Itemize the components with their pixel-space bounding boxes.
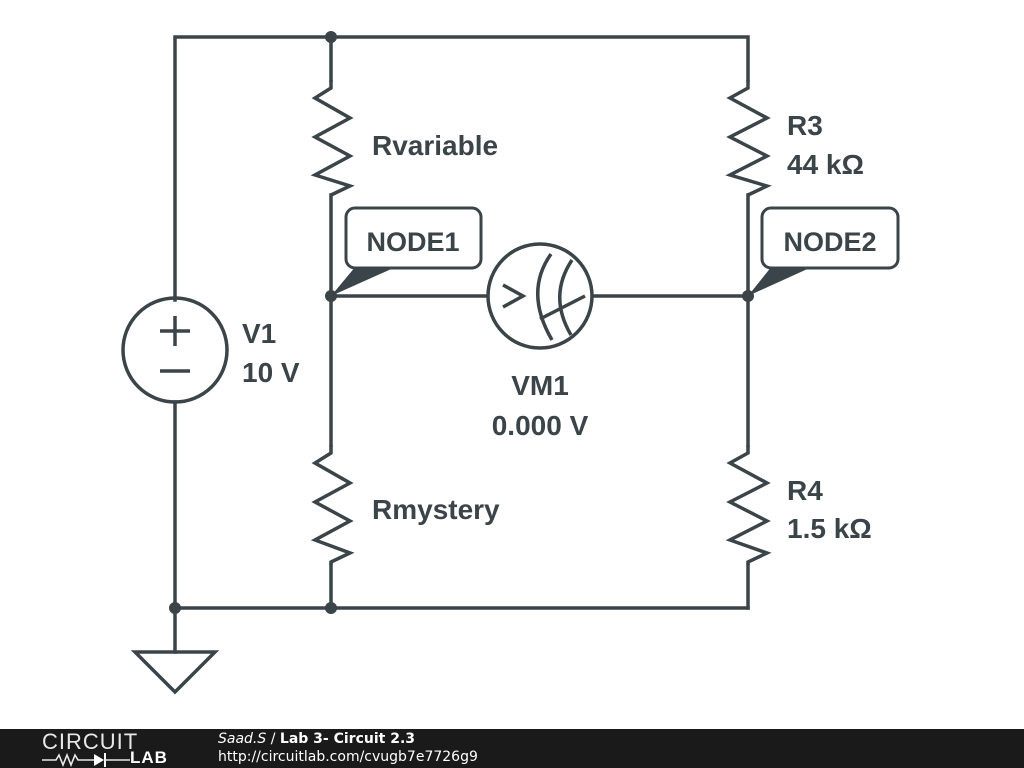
node-label: NODE1 [366, 227, 459, 257]
resistor-r4[interactable] [725, 445, 772, 565]
circuit-url-link[interactable]: http://circuitlab.com/cvugb7e7726g9 [218, 749, 478, 765]
logo-bottom-row: LAB [42, 748, 174, 767]
junction-dot [325, 602, 337, 614]
circuit-schematic: NODE1 NODE2 Rvariable R3 44 kΩ Rmystery … [121, 31, 900, 695]
resistor-name-label: Rvariable [372, 130, 498, 161]
node-label: NODE2 [783, 227, 876, 257]
junction-dot [325, 31, 337, 43]
resistor-r3[interactable] [725, 80, 772, 197]
node-flag-tail [748, 266, 814, 296]
logo-text-lab: LAB [130, 748, 168, 767]
circuit-title[interactable]: Lab 3- Circuit 2.3 [279, 731, 416, 747]
voltmeter-circle [486, 242, 594, 350]
voltmeter-scale-icon [558, 259, 574, 336]
voltmeter-needle-icon [539, 294, 586, 321]
resistor-name-label: R4 [787, 475, 823, 506]
node-flag-node1[interactable]: NODE1 [331, 206, 483, 296]
node-flag-tail [331, 266, 398, 296]
resistor-diode-logo-icon [42, 752, 130, 767]
voltage-source-v1[interactable] [121, 296, 229, 404]
footer-title-line: Saad.S / Lab 3- Circuit 2.3 [218, 731, 415, 747]
source-name-label: V1 [242, 318, 276, 349]
voltage-source-circle [121, 296, 229, 404]
resistor-name-label: Rmystery [372, 494, 500, 525]
voltmeter-name-label: VM1 [511, 370, 569, 401]
resistor-rmystery[interactable] [310, 445, 355, 565]
resistor-rvariable[interactable] [310, 80, 355, 197]
separator: / [266, 731, 280, 747]
logo-text-circuit: CIRCUIT [42, 729, 139, 754]
voltmeter-reading: 0.000 V [492, 410, 589, 441]
circuitlab-logo[interactable]: CIRCUIT LAB [42, 731, 174, 767]
voltmeter-vm1[interactable] [486, 242, 594, 350]
junction-dot [169, 602, 181, 614]
source-value-label: 10 V [242, 357, 300, 388]
resistor-value-label: 1.5 kΩ [787, 513, 872, 544]
footer-bar: CIRCUIT LAB Saad.S / Lab 3- Circuit 2.3 … [0, 729, 1024, 768]
ground-icon [130, 650, 220, 695]
node-flag-node2[interactable]: NODE2 [748, 206, 900, 296]
resistor-name-label: R3 [787, 110, 823, 141]
author-link[interactable]: Saad.S [218, 731, 267, 747]
node-flag-box [760, 206, 900, 270]
voltmeter-icon [502, 283, 527, 309]
resistor-value-label: 44 kΩ [787, 149, 864, 180]
node-flag-box [344, 206, 483, 270]
voltmeter-scale-icon [536, 252, 554, 341]
wire-top [173, 35, 750, 302]
